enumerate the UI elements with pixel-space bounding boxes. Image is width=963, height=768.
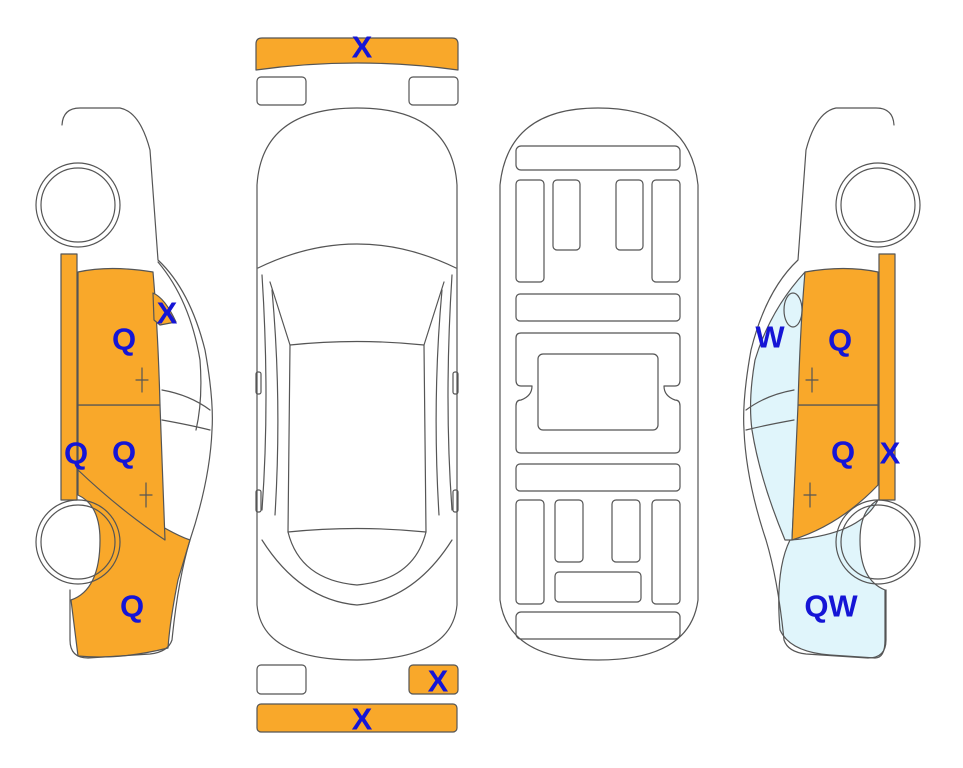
label-left-rocker: Q	[64, 436, 88, 471]
front-right-seat-outer	[651, 179, 681, 283]
right-body-outline	[743, 107, 895, 659]
right-pillar-glass[interactable]	[749, 271, 806, 541]
windshield	[257, 243, 457, 346]
right-rear-wheel-rim	[840, 504, 916, 580]
front-right-lamp[interactable]	[408, 76, 459, 106]
car-body-outline	[256, 107, 458, 661]
left-rear-door[interactable]	[77, 404, 166, 541]
right-rear-wheel	[835, 499, 921, 585]
left-front-door-handle	[135, 367, 149, 393]
trunk-panel	[515, 611, 681, 640]
right-mirror	[783, 292, 803, 328]
left-windshield-line	[157, 261, 211, 431]
damage-labels: X X X X Q Q Q Q W Q Q X QW	[64, 30, 901, 737]
left-front-wheel-rim	[40, 167, 116, 243]
left-front-door[interactable]	[77, 267, 161, 406]
rear-left-seat-inner	[554, 499, 584, 563]
console	[537, 353, 659, 431]
label-right-rocker: X	[880, 436, 901, 471]
top-view	[255, 37, 459, 733]
right-front-door[interactable]	[797, 267, 879, 406]
front-left-seat-inner	[552, 179, 581, 251]
rear-right-seat-outer	[651, 499, 681, 605]
rear-center-seat	[554, 571, 642, 603]
dash-panel	[515, 145, 681, 171]
right-rocker-panel[interactable]	[878, 253, 896, 501]
right-front-wheel-rim	[840, 167, 916, 243]
left-front-wheel	[35, 162, 121, 248]
left-side-glass	[261, 274, 279, 516]
roof	[287, 344, 427, 533]
right-front-door-handle	[805, 367, 819, 393]
left-front-door-window[interactable]	[152, 292, 177, 326]
right-rear-quarter-panel[interactable]	[778, 499, 886, 659]
label-right-rear-quarter: QW	[804, 589, 858, 624]
right-front-wheel	[835, 162, 921, 248]
left-rear-handle	[255, 489, 262, 513]
label-right-front-door: Q	[828, 323, 852, 358]
left-rear-wheel-rim	[40, 504, 116, 580]
rear-right-seat-inner	[611, 499, 641, 563]
front-left-lamp[interactable]	[256, 76, 307, 106]
right-rear-door[interactable]	[791, 404, 879, 541]
right-rear-door-handle	[803, 482, 817, 508]
rear-left-seat-outer	[515, 499, 545, 605]
label-left-rear-quarter: Q	[120, 589, 144, 624]
label-rear-bumper: X	[352, 702, 373, 737]
left-mirror	[255, 371, 262, 395]
label-front-bumper: X	[352, 30, 373, 65]
label-left-front-door: Q	[112, 322, 136, 357]
front-bumper[interactable]	[255, 37, 459, 71]
rear-left-lamp[interactable]	[256, 664, 307, 695]
left-rear-wheel	[35, 499, 121, 585]
label-left-front-door-window: X	[157, 296, 178, 331]
rear-window	[261, 531, 453, 606]
front-right-seat-inner	[615, 179, 644, 251]
rear-right-lamp[interactable]	[408, 664, 459, 695]
interior-view	[499, 107, 699, 661]
floor-outline	[499, 107, 699, 661]
rear-bumper[interactable]	[256, 703, 458, 733]
label-right-rear-door: Q	[831, 435, 855, 470]
label-rear-corner: X	[428, 664, 449, 699]
left-side-view	[35, 107, 213, 659]
label-left-rear-door: Q	[112, 435, 136, 470]
left-rear-door-handle	[139, 482, 153, 508]
center-floor	[515, 332, 681, 454]
right-rear-handle	[452, 489, 459, 513]
label-right-pillar-glass: W	[755, 320, 785, 355]
rear-crossbar	[515, 463, 681, 492]
left-body-outline	[61, 107, 213, 659]
front-left-seat-outer	[515, 179, 545, 283]
right-mirror	[452, 371, 459, 395]
right-side-view	[743, 107, 921, 659]
right-side-glass	[435, 274, 453, 516]
front-crossbar	[515, 293, 681, 322]
right-windshield-line	[745, 389, 795, 431]
